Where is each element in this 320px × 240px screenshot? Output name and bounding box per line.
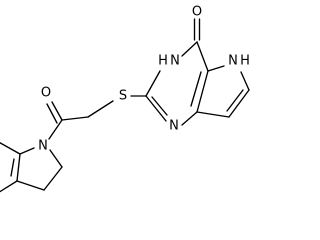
bond-c7-c7a	[196, 111, 230, 118]
bond-ch2-c3a	[16, 180, 45, 191]
bond-benz-2	[0, 180, 18, 193]
ring-n3-h-label: H	[158, 54, 168, 69]
bond-n1-c7a	[181, 111, 198, 126]
bond-n-ch2	[49, 149, 63, 168]
bond-co-n	[48, 119, 63, 140]
bond-c7a-c4a-double	[190, 71, 202, 107]
bond-c7a-n	[19, 147, 35, 155]
molecule-structure: O H N N H S N O N	[0, 5, 250, 193]
bond-c6-c7	[228, 89, 250, 118]
bond-s-ch2	[87, 100, 114, 118]
amide-oxygen-label: O	[41, 86, 51, 101]
ring-n1-label: N	[169, 119, 179, 134]
bond-c4a-n5	[207, 65, 225, 72]
bond-c4-n3	[181, 41, 198, 57]
ring-n5-h-label: H	[240, 54, 250, 69]
bond-c2-n1-double	[151, 96, 168, 116]
indoline-nitrogen-label: N	[38, 139, 48, 154]
bond-c7a-c4a	[196, 70, 209, 113]
sulfur-label: S	[119, 89, 127, 104]
bond-n3-c2	[145, 70, 161, 97]
bond-benz-double	[10, 158, 15, 177]
bond-n5-c6	[240, 71, 250, 91]
carbonyl-oxygen-label: O	[192, 5, 202, 20]
bond-c4a-c4	[196, 41, 209, 72]
ring-n5-label: N	[228, 54, 238, 69]
ring-n3-label: N	[170, 54, 180, 69]
bond-benz-1	[0, 142, 21, 155]
bond-c6-c7-double	[226, 89, 244, 112]
bond-c3a-c7a	[16, 153, 21, 182]
bond-co-o	[51, 101, 63, 121]
bond-co-o-double	[46, 103, 58, 124]
bond-ch2-ch2	[43, 166, 63, 191]
bond-c2-n1	[145, 95, 167, 122]
bond-ch2-co	[61, 116, 89, 121]
